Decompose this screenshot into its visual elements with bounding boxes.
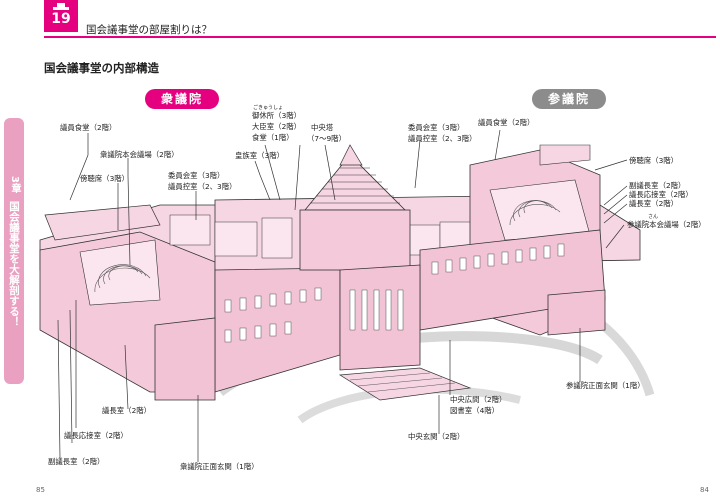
label-upper-plenary-ruby: さん	[648, 214, 659, 220]
label-lower-entrance: 衆議院正面玄関（1階）	[180, 462, 259, 471]
label-upper-dining: 議員食堂（2階）	[478, 118, 535, 127]
label-upper-committee: 委員会室（3階）	[408, 123, 465, 132]
label-upper-vice-speaker: 副議長室（2階）	[629, 181, 686, 190]
label-central-tower: 中央塔	[311, 123, 334, 132]
upper-house-pill: 参議院	[532, 89, 606, 109]
label-cafeteria: 食堂（1階）	[252, 133, 294, 142]
label-lower-committee: 委員会室（3階）	[168, 171, 225, 180]
lower-house-pill: 衆議院	[145, 89, 219, 109]
label-lower-members-room: 議員控室（2、3階）	[168, 182, 237, 191]
side-tab-title: 国会議事堂を大解剖する！	[8, 200, 20, 327]
page-number-left: 85	[36, 486, 45, 494]
label-upper-members-room: 議員控室（2、3階）	[408, 134, 477, 143]
header-rule	[44, 36, 716, 38]
page-number-right: 84	[700, 486, 709, 494]
label-lower-dining: 議員食堂（2階）	[60, 123, 117, 132]
label-imperial-room: 皇族室（3階）	[235, 151, 285, 160]
label-gokyusho: 御休所（3階）	[252, 111, 302, 120]
label-upper-gallery: 傍聴席（3階）	[629, 156, 679, 165]
label-library: 図書室（4階）	[450, 406, 500, 415]
label-lower-gallery: 傍聴席（3階）	[80, 174, 130, 183]
label-lower-speaker: 議長室（2階）	[102, 406, 152, 415]
label-central-tower-floor: （7〜9階）	[307, 134, 346, 143]
side-tab-chapter: 3章	[9, 176, 20, 193]
label-lower-reception: 議長応接室（2階）	[64, 431, 128, 440]
label-lower-plenary: 衆議院本会議場（2階）	[100, 150, 179, 159]
label-upper-plenary: 参議院本会議場（2階）	[627, 220, 706, 229]
section-title: 国会議事堂の内部構造	[44, 61, 159, 75]
label-central-entrance: 中央玄関（2階）	[408, 432, 465, 441]
label-upper-entrance: 参議院正面玄関（1階）	[566, 381, 645, 390]
label-upper-reception: 議長応接室（2階）	[629, 190, 693, 199]
chapter-number: 19	[51, 11, 71, 27]
label-minister-room: 大臣室（2階）	[252, 122, 302, 131]
chapter-side-tab: 3章 国会議事堂を大解剖する！	[4, 118, 24, 384]
label-lower-vice-speaker: 副議長室（2階）	[48, 457, 105, 466]
chapter-badge-icon	[44, 0, 78, 32]
label-gokyusho-ruby: ごきゅうしょ	[253, 105, 284, 111]
page-title: 国会議事堂の部屋割りは？	[86, 24, 212, 36]
label-central-hall: 中央広間（2階）	[450, 395, 507, 404]
label-upper-speaker: 議長室（2階）	[629, 199, 679, 208]
